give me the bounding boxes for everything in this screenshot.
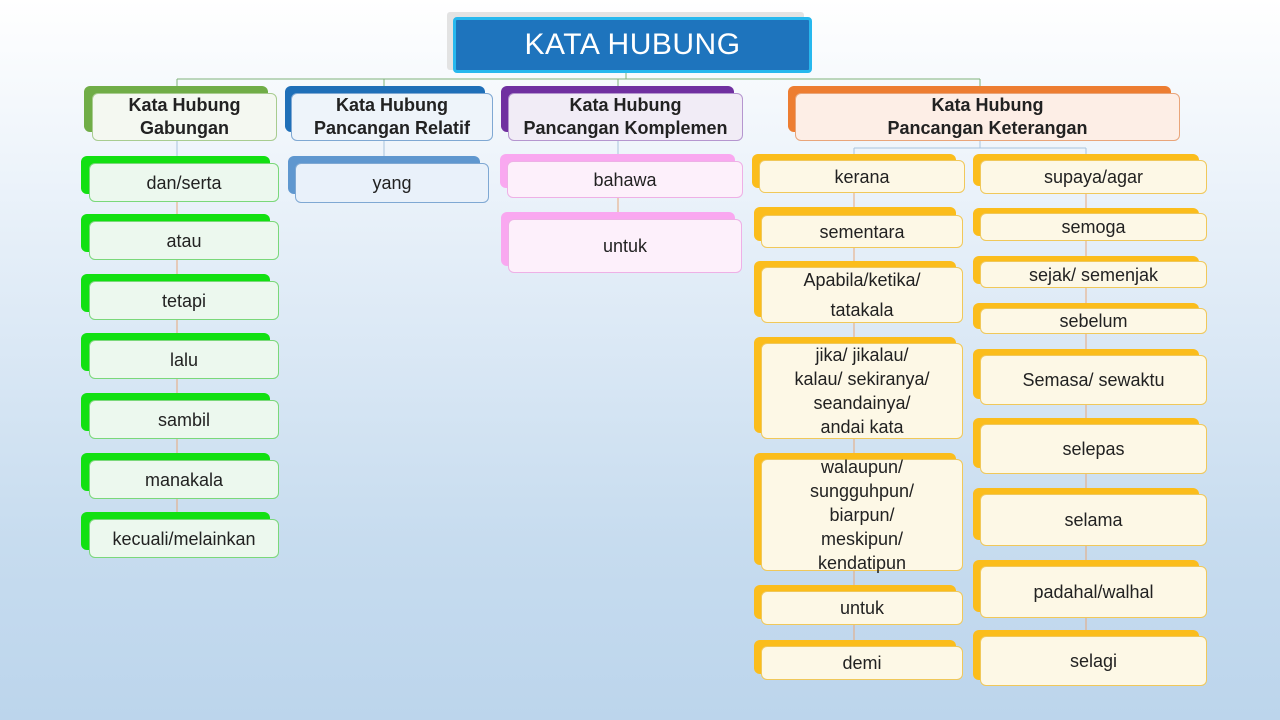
diagram-title: KATA HUBUNG [453, 17, 812, 73]
